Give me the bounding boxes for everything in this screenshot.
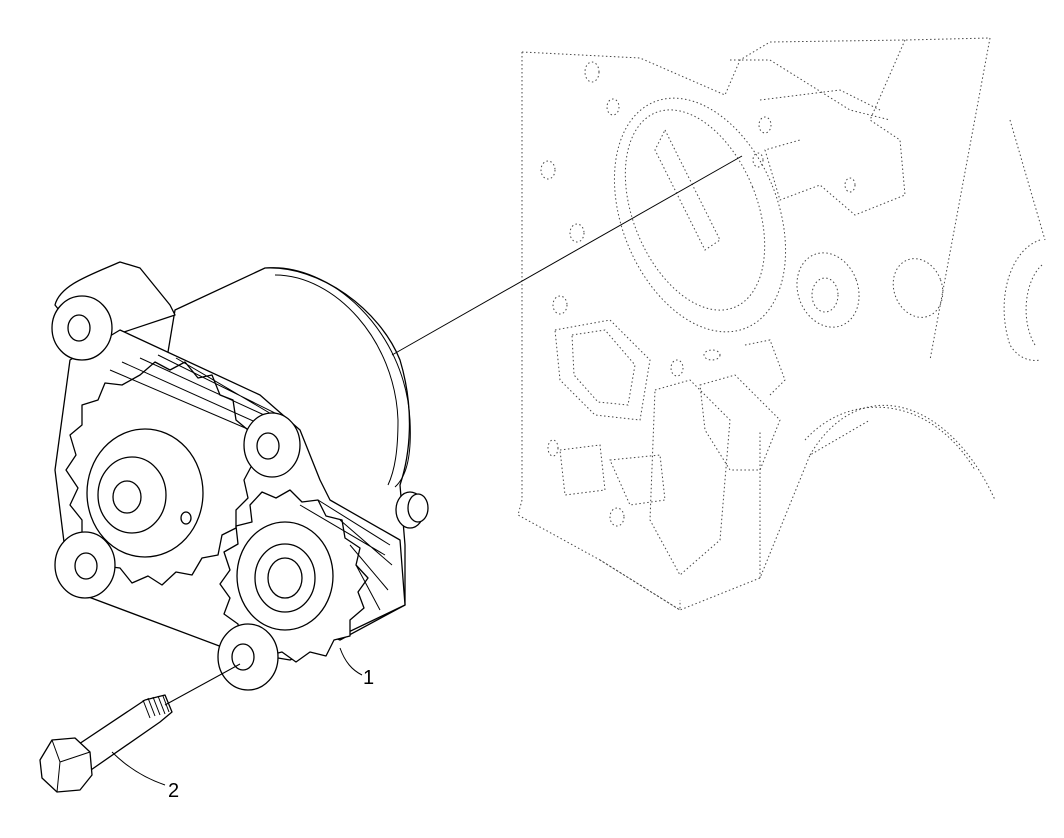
alignment-line-pump-to-block — [391, 155, 743, 356]
engine-block-outline — [517, 37, 1046, 611]
hex-bolt — [39, 694, 173, 793]
alignment-line-bolt-to-pump — [164, 663, 241, 706]
callout-2-label: 2 — [168, 780, 179, 802]
idler-gear — [219, 489, 393, 663]
oil-pump-assembly — [51, 261, 429, 691]
callout-1-label: 1 — [363, 667, 374, 689]
drive-gear — [65, 354, 291, 586]
callout-1-leader — [339, 647, 363, 676]
callout-2-leader — [111, 751, 166, 786]
